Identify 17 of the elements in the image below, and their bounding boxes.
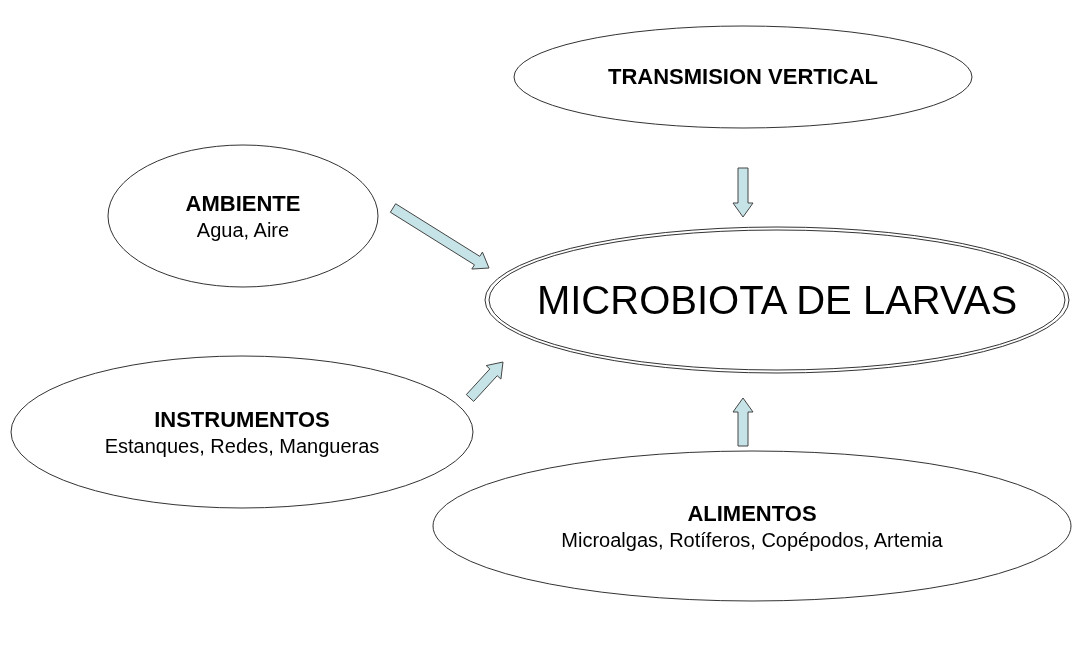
main-title: MICROBIOTA DE LARVAS <box>536 277 1018 323</box>
ellipse-node <box>107 144 379 288</box>
block-arrow <box>465 361 504 402</box>
node-description: Agua, Aire <box>196 218 290 242</box>
ellipse-node <box>513 25 973 129</box>
node-heading: INSTRUMENTOS <box>154 406 330 433</box>
node-heading: AMBIENTE <box>185 190 301 217</box>
ellipse-node <box>10 355 474 509</box>
node-description: Estanques, Redes, Mangueras <box>104 434 380 458</box>
block-arrow <box>732 167 754 218</box>
node-heading: ALIMENTOS <box>687 500 817 527</box>
node-description: Microalgas, Rotíferos, Copépodos, Artemia <box>561 528 943 552</box>
node-heading: TRANSMISION VERTICAL <box>607 64 879 90</box>
ellipse-node <box>484 226 1070 374</box>
block-arrow <box>732 397 754 447</box>
ellipse-node <box>432 450 1072 602</box>
block-arrow <box>389 203 490 270</box>
